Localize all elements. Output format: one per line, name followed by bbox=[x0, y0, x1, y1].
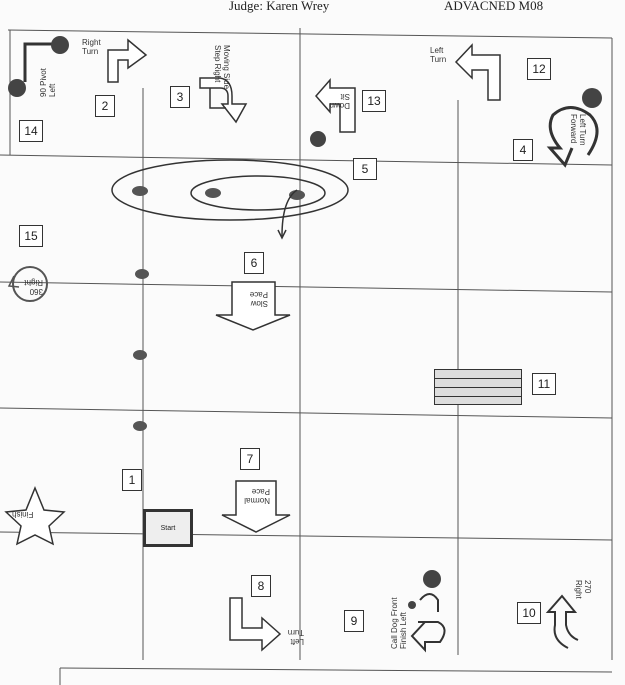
station-9-number: 9 bbox=[344, 610, 364, 632]
right-turn-arrow bbox=[107, 38, 148, 83]
cone bbox=[132, 186, 148, 196]
left-turn-arrow bbox=[454, 43, 501, 101]
station-11-number: 11 bbox=[532, 373, 556, 395]
side-step-arrow bbox=[199, 77, 248, 124]
normal-pace-arrow bbox=[221, 480, 291, 533]
finish-star bbox=[4, 486, 66, 546]
station-8-number: 8 bbox=[251, 575, 271, 597]
stop-icon bbox=[8, 79, 26, 97]
station-5-number: 5 bbox=[353, 158, 377, 180]
station-4-label: Left Turn Forward bbox=[569, 114, 587, 146]
station-10-number: 10 bbox=[517, 602, 541, 624]
finish-label: Finish bbox=[12, 510, 34, 519]
stop-icon bbox=[51, 36, 69, 54]
station-15-number: 15 bbox=[19, 225, 43, 247]
slow-pace-arrow bbox=[215, 281, 291, 331]
station-6-label: Slow Pace bbox=[249, 290, 268, 308]
cone bbox=[135, 269, 149, 279]
cone bbox=[205, 188, 221, 198]
judge-name: Judge: Karen Wrey bbox=[229, 0, 330, 13]
station-15-label: 360 Right bbox=[24, 278, 43, 296]
figure8-outer bbox=[111, 159, 349, 221]
pivot-arrow bbox=[23, 42, 55, 82]
stop-icon bbox=[582, 88, 602, 108]
call-front-arrow bbox=[410, 593, 446, 653]
station-12-number: 12 bbox=[527, 58, 551, 80]
station-7-number: 7 bbox=[240, 448, 260, 470]
station-3-label: Moving Side Step Right bbox=[213, 45, 231, 90]
uturn-arrow bbox=[546, 106, 599, 168]
cone bbox=[133, 350, 147, 360]
figure8-arrow bbox=[281, 189, 298, 237]
station-6-number: 6 bbox=[244, 252, 264, 274]
stop-icon bbox=[423, 570, 441, 588]
station-14-number: 14 bbox=[19, 120, 43, 142]
station-13-label: Down Sit bbox=[329, 92, 350, 110]
cone bbox=[133, 421, 147, 431]
station-8-label: Left Turn bbox=[287, 628, 304, 646]
station-3-number: 3 bbox=[170, 86, 190, 108]
station-7-label: Normal Pace bbox=[244, 487, 270, 505]
station-2-number: 2 bbox=[95, 95, 115, 117]
station-1-number: 1 bbox=[122, 469, 142, 491]
station-10-label: 270 Right bbox=[574, 580, 592, 599]
station-2-label: Right Turn bbox=[82, 38, 101, 56]
circle-360 bbox=[12, 266, 48, 302]
start-box: Start bbox=[143, 509, 193, 547]
figure8-inner bbox=[190, 175, 326, 211]
stop-icon bbox=[310, 131, 326, 147]
270-right-arrow bbox=[545, 594, 579, 649]
course-title: ADVACNED M08 bbox=[444, 0, 544, 13]
down-sit-arrow bbox=[315, 78, 356, 133]
left-turn-arrow-8 bbox=[229, 597, 282, 652]
station-14-label: 90 Pivot Left bbox=[39, 68, 57, 97]
station-9-label: Call Dog Front Finish Left bbox=[390, 597, 408, 649]
station-4-number: 4 bbox=[513, 139, 533, 161]
jump-bars bbox=[434, 369, 522, 405]
station-13-number: 13 bbox=[362, 90, 386, 112]
station-12-label: Left Turn bbox=[430, 46, 447, 64]
